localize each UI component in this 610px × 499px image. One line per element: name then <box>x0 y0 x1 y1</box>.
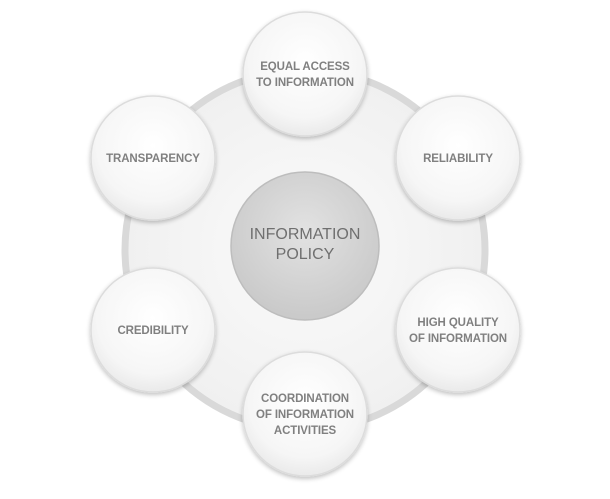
center-node: INFORMATION POLICY <box>230 171 380 321</box>
node-label-high-quality-line-1: HIGH QUALITY <box>417 317 499 329</box>
node-circle-high-quality <box>395 267 521 393</box>
node-reliability: RELIABILITY <box>395 95 521 221</box>
node-label-equal-access-line-2: TO INFORMATION <box>256 77 354 89</box>
node-label-coordination-line-2: OF INFORMATION <box>256 409 354 421</box>
node-equal-access: EQUAL ACCESS TO INFORMATION <box>242 11 368 137</box>
node-circle-coordination <box>242 351 368 477</box>
node-circle-equal-access <box>242 11 368 137</box>
node-label-high-quality-line-2: OF INFORMATION <box>409 333 507 345</box>
node-high-quality: HIGH QUALITY OF INFORMATION <box>395 267 521 393</box>
node-transparency: TRANSPARENCY <box>90 95 216 221</box>
node-label-reliability-line-1: RELIABILITY <box>423 153 493 165</box>
node-label-transparency-line-1: TRANSPARENCY <box>106 153 200 165</box>
node-circle-credibility <box>90 267 216 393</box>
center-label-line-2: POLICY <box>276 246 335 263</box>
node-label-coordination-line-3: ACTIVITIES <box>274 425 337 437</box>
node-circle-transparency <box>90 95 216 221</box>
node-label-equal-access-line-1: EQUAL ACCESS <box>260 61 350 73</box>
center-circle <box>230 171 380 321</box>
node-credibility: CREDIBILITY <box>90 267 216 393</box>
outer-nodes: EQUAL ACCESS TO INFORMATION RELIABILITY HIG… <box>90 11 521 477</box>
center-label-line-1: INFORMATION <box>250 226 361 243</box>
node-label-credibility-line-1: CREDIBILITY <box>117 325 189 337</box>
node-circle-reliability <box>395 95 521 221</box>
node-label-coordination-line-1: COORDINATION <box>261 393 349 405</box>
node-coordination: COORDINATION OF INFORMATION ACTIVITIES <box>242 351 368 477</box>
